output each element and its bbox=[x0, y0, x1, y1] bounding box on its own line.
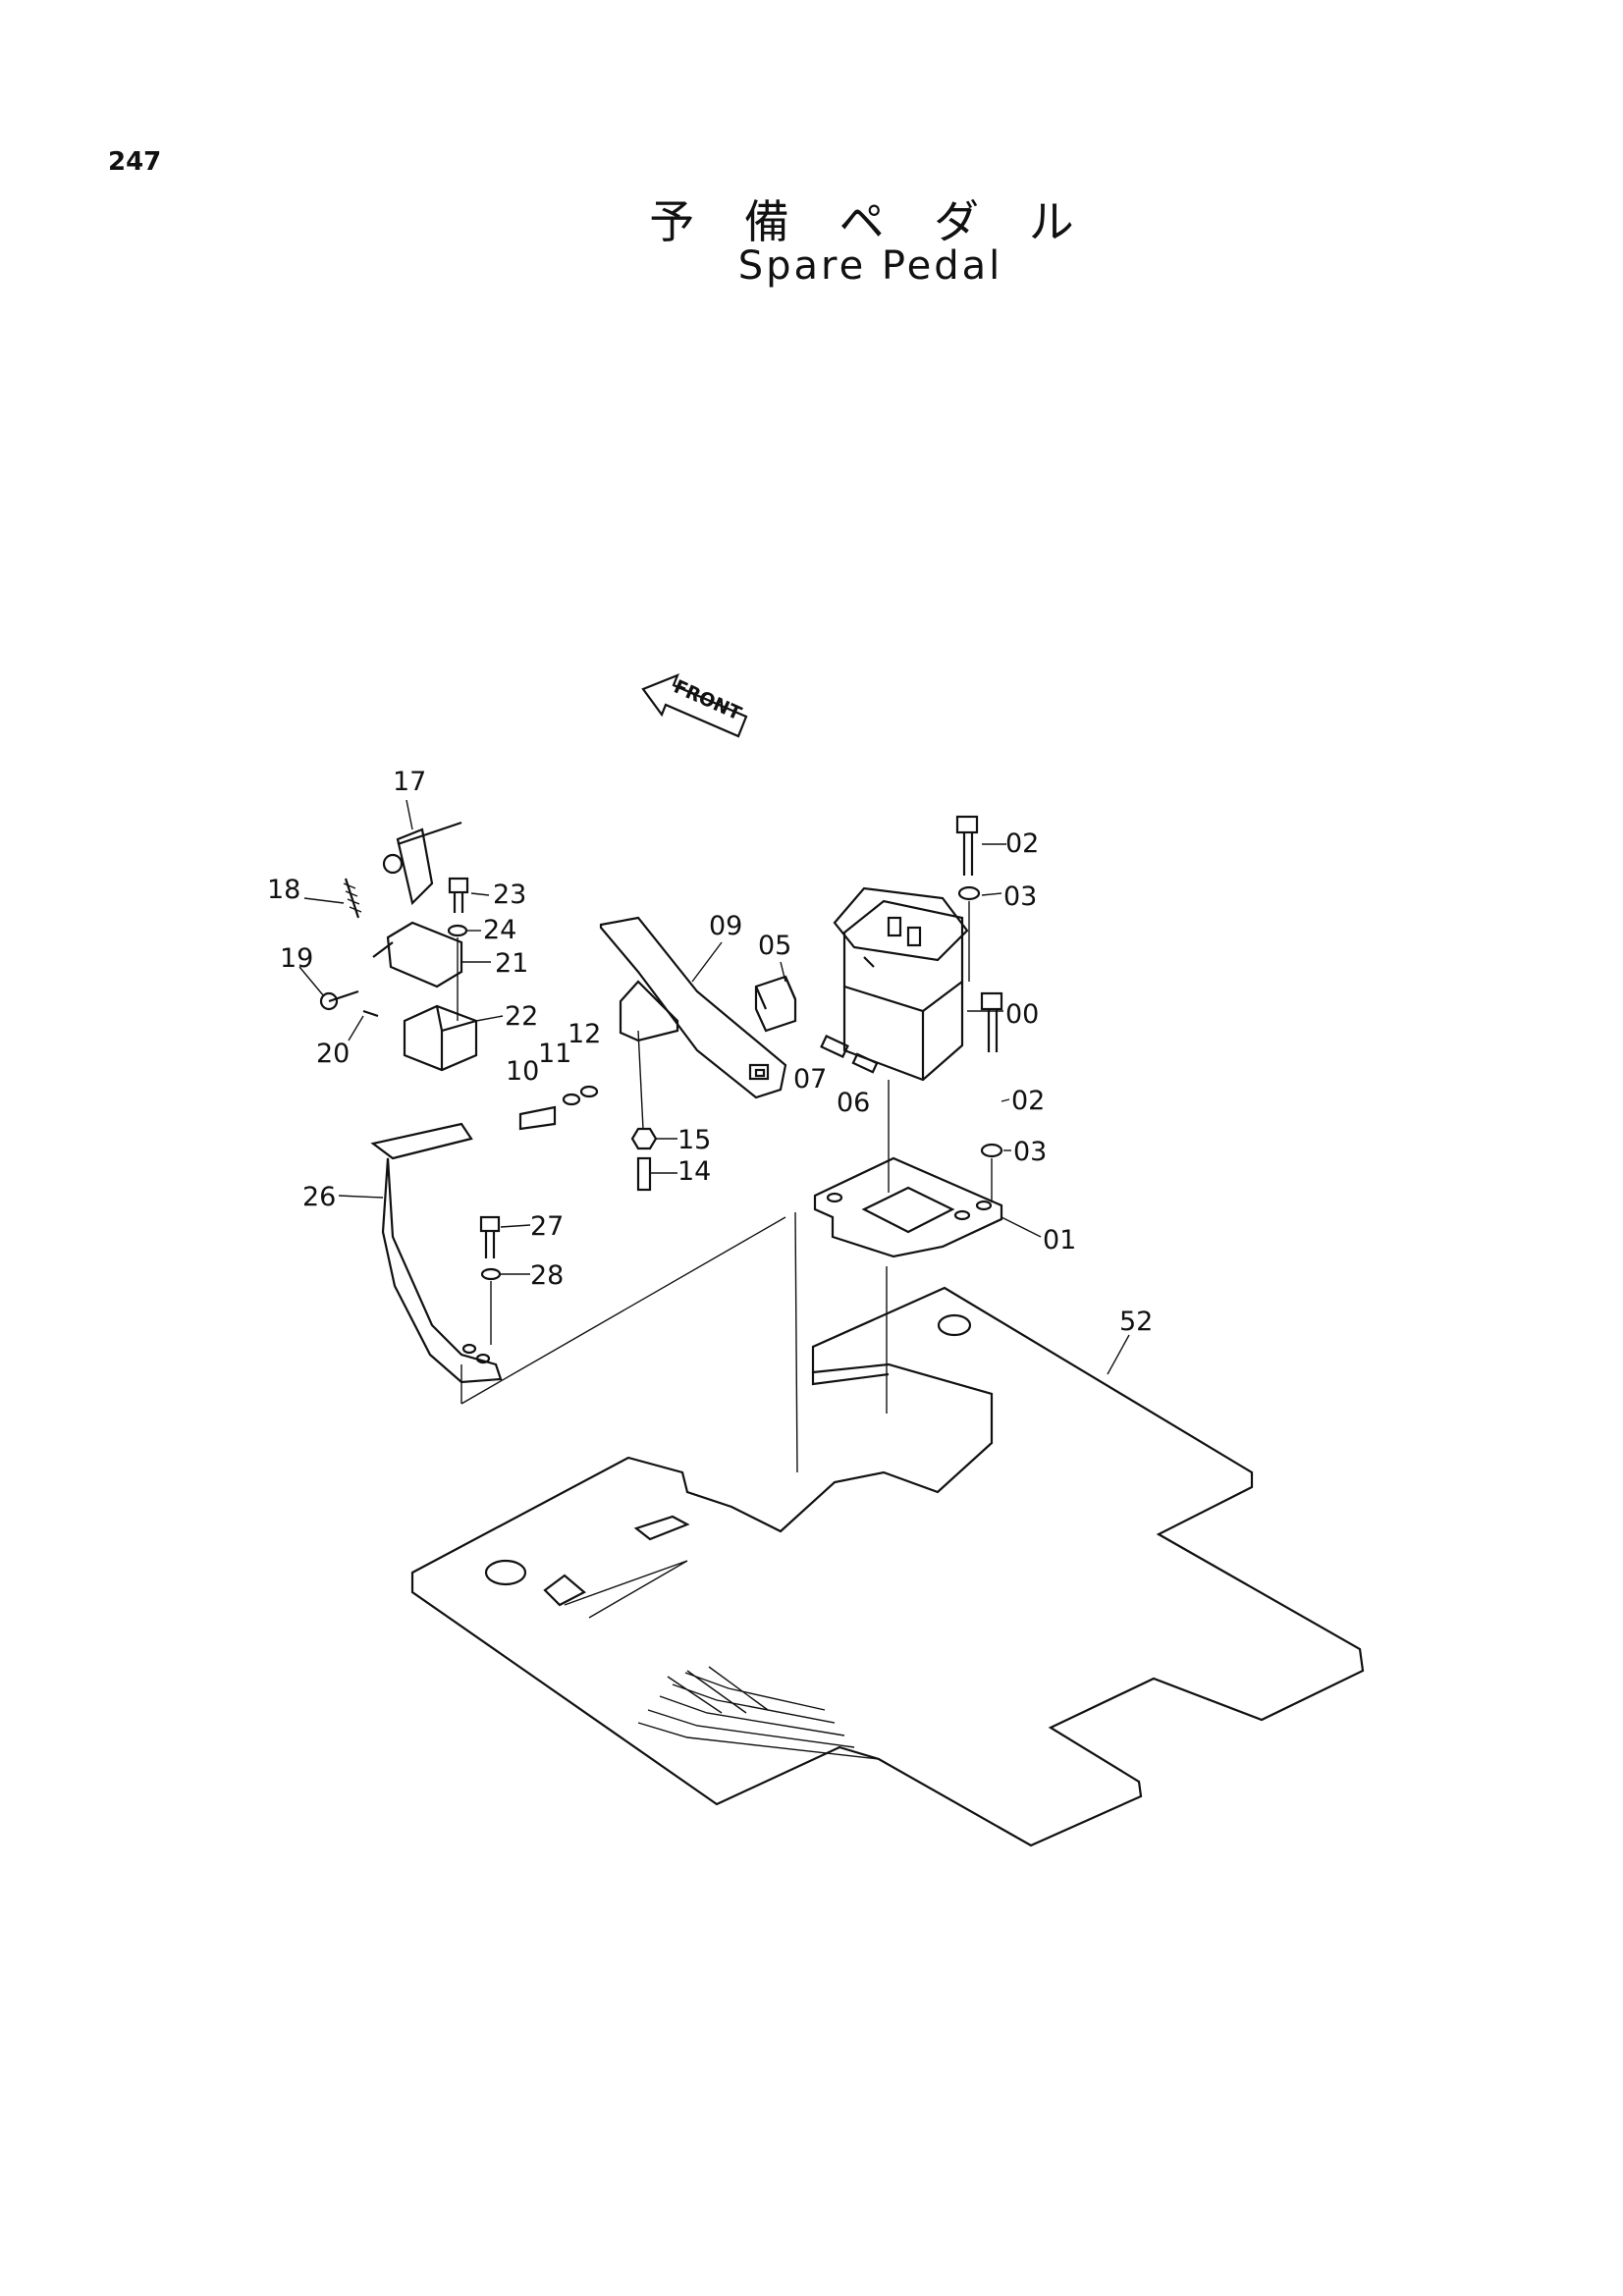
callout-14: 14 bbox=[677, 1156, 711, 1187]
floor-plate bbox=[410, 1286, 1365, 1847]
callout-26: 26 bbox=[302, 1182, 336, 1212]
callout-28: 28 bbox=[530, 1260, 564, 1291]
fasteners bbox=[447, 815, 1003, 1281]
callout-24: 24 bbox=[483, 915, 516, 945]
callout-02a: 02 bbox=[1005, 828, 1039, 859]
callout-23: 23 bbox=[493, 880, 526, 910]
page-title-japanese: 予 備 ペ ダ ル bbox=[649, 195, 1092, 248]
pedal bbox=[599, 916, 787, 1099]
front-arrow: FRONT bbox=[641, 673, 748, 738]
front-label: FRONT bbox=[671, 676, 744, 725]
pilot-valve bbox=[833, 886, 969, 1082]
callout-00: 00 bbox=[1005, 999, 1039, 1030]
callout-06: 06 bbox=[837, 1088, 870, 1118]
callout-17: 17 bbox=[393, 767, 426, 797]
callout-10: 10 bbox=[506, 1056, 539, 1087]
callout-15: 15 bbox=[677, 1125, 711, 1155]
callout-27: 27 bbox=[530, 1211, 564, 1242]
page-number: 247 bbox=[108, 147, 162, 177]
callout-52: 52 bbox=[1119, 1307, 1153, 1337]
page-title-english: Spare Pedal bbox=[737, 243, 1003, 289]
callout-labels: 17 18 19 20 23 24 21 22 09 05 02 03 00 0… bbox=[267, 767, 1153, 1337]
callout-03a: 03 bbox=[1003, 881, 1037, 912]
callout-07: 07 bbox=[793, 1064, 827, 1095]
callout-21: 21 bbox=[495, 948, 528, 979]
callout-11: 11 bbox=[538, 1039, 571, 1069]
callout-20: 20 bbox=[316, 1039, 350, 1069]
callout-09: 09 bbox=[709, 911, 742, 941]
base-plate bbox=[813, 1156, 1003, 1258]
callout-22: 22 bbox=[505, 1001, 538, 1032]
arm-bracket bbox=[370, 1122, 503, 1384]
callout-18: 18 bbox=[267, 875, 300, 905]
upper-bracket bbox=[319, 821, 478, 1072]
leader-lines bbox=[298, 799, 1130, 1473]
callout-12: 12 bbox=[568, 1019, 601, 1049]
callout-19: 19 bbox=[280, 943, 313, 974]
pedal-block bbox=[754, 975, 879, 1074]
callout-05: 05 bbox=[758, 931, 791, 961]
callout-01: 01 bbox=[1043, 1225, 1076, 1255]
callout-02b: 02 bbox=[1011, 1086, 1045, 1116]
callout-03b: 03 bbox=[1013, 1137, 1047, 1167]
